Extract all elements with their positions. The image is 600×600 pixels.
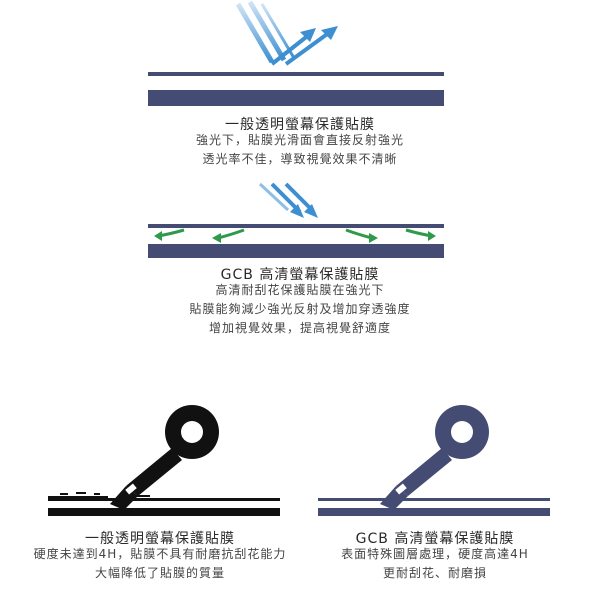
section1-desc: 強光下，貼膜光滑面會直接反射強光 透光率不佳，導致視覺效果不清晰 (0, 131, 600, 169)
key-icon (110, 405, 219, 510)
gcb-hard-screen-layer (318, 508, 550, 516)
section3-title: 一般透明螢幕保護貼膜 (85, 531, 235, 547)
screen-layer (148, 90, 444, 106)
key-gcb-illustration (318, 405, 550, 516)
key-scratch-illustration (48, 405, 280, 516)
section4-line-2: 更耐刮花、耐磨損 (382, 566, 487, 580)
reflection-illustration (148, 0, 444, 106)
gcb-screen-layer (148, 244, 444, 258)
ordinary-screen-layer (48, 508, 280, 516)
section2-line-1: 高清耐刮花保護貼膜在強光下 (215, 283, 385, 297)
gcb-film-top-layer (148, 224, 444, 228)
section2-desc: 高清耐刮花保護貼膜在強光下 貼膜能夠減少強光反射及增加穿透強度 增加視覺效果，提… (0, 281, 600, 338)
section2-line-2: 貼膜能夠減少強光反射及增加穿透強度 (189, 302, 411, 316)
film-top-layer (148, 72, 444, 76)
section3-line-1: 硬度未達到4H，貼膜不具有耐磨抗刮花能力 (33, 547, 287, 561)
section2-title: GCB 高清螢幕保護貼膜 (220, 267, 380, 283)
section4-desc: 表面特殊圖層處理，硬度高達4H 更耐刮花、耐磨損 (285, 545, 585, 583)
gcb-hard-film-top-layer (318, 498, 550, 501)
section1-title: 一般透明螢幕保護貼膜 (225, 117, 375, 133)
section4-title: GCB 高清螢幕保護貼膜 (355, 531, 515, 547)
key-blue-icon (380, 405, 489, 510)
scratch-debris-icon (48, 492, 150, 498)
ordinary-film-top-layer (48, 498, 280, 501)
section1-line-2: 透光率不佳，導致視覺效果不清晰 (202, 152, 398, 166)
section2-line-3: 增加視覺效果，提高視覺舒適度 (208, 321, 391, 335)
section1-line-1: 強光下，貼膜光滑面會直接反射強光 (195, 133, 404, 147)
green-arrows-icon (154, 228, 436, 243)
section3-desc: 硬度未達到4H，貼膜不具有耐磨抗刮花能力 大幅降低了貼膜的質量 (10, 545, 310, 583)
penetrating-light-icon (258, 182, 318, 218)
gcb-antiglare-illustration (148, 182, 444, 258)
reflected-light-icon (270, 26, 338, 66)
section4-line-1: 表面特殊圖層處理，硬度高達4H (341, 547, 529, 561)
section3-line-2: 大幅降低了貼膜的質量 (94, 566, 225, 580)
